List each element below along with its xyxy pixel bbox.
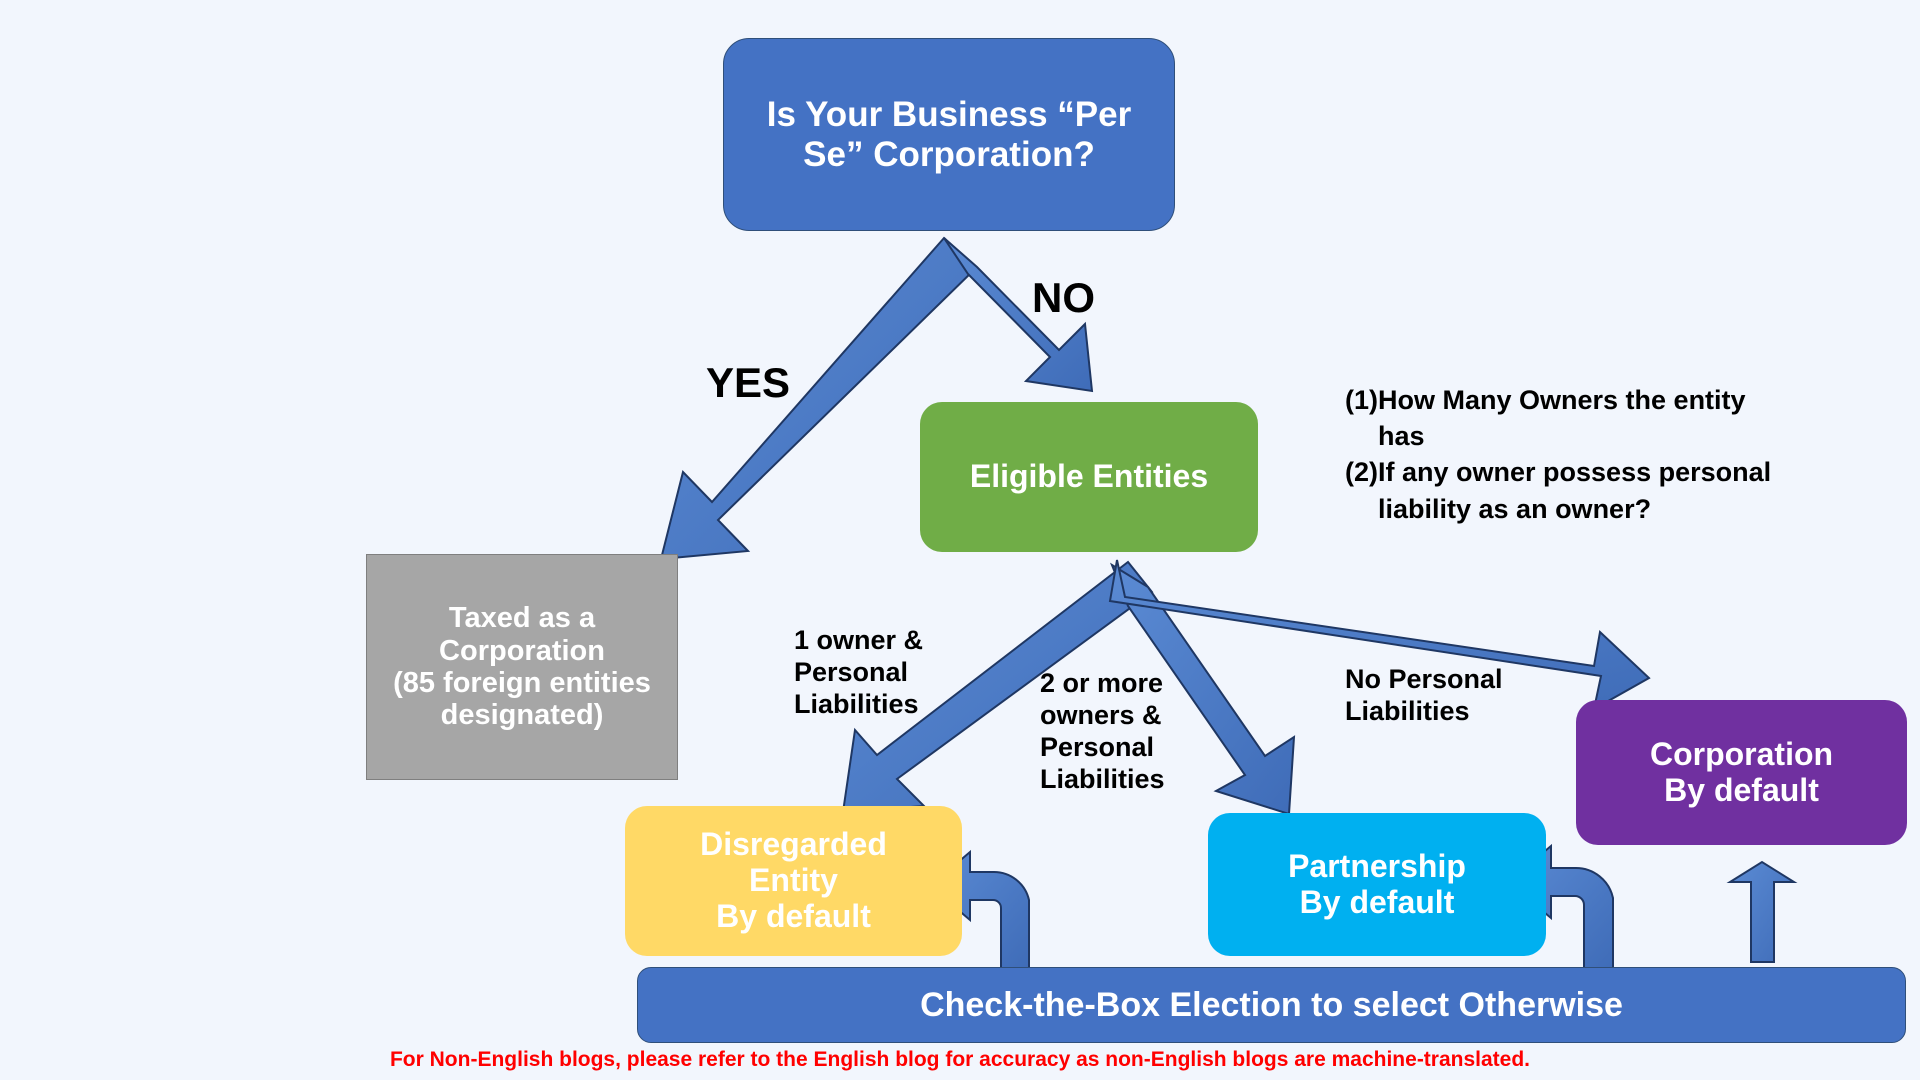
node-corporation-line2: By default [1664,771,1819,808]
edge-label-one-owner-line1: 1 owner & [794,625,924,655]
node-taxed-as-corporation[interactable]: Taxed as a Corporation (85 foreign entit… [366,554,678,780]
edge-label-no-personal-line1: No Personal [1345,664,1503,694]
node-check-the-box-label: Check-the-Box Election to select Otherwi… [920,985,1623,1024]
criteria-item-1-text: How Many Owners the entity has [1378,385,1746,452]
edge-label-no-personal-line2: Liabilities [1345,695,1470,726]
edge-label-two-owners-line2: owners & [1040,699,1162,730]
node-corporation[interactable]: Corporation By default [1576,700,1907,845]
node-taxed-line3: (85 foreign entities [393,667,651,699]
node-corporation-text: Corporation By default [1576,735,1907,809]
edge-label-one-owner-line3: Liabilities [794,688,919,719]
node-taxed-text: Taxed as a Corporation (85 foreign entit… [375,602,669,732]
criteria-item-2-number: (2) [1345,457,1378,488]
criteria-item-2-text: If any owner possess personal liability … [1378,457,1772,524]
node-disregarded-line2: Entity [749,862,838,899]
node-disregarded-text: Disregarded Entity By default [625,826,962,934]
node-partnership-line1: Partnership [1288,847,1466,884]
edge-label-one-owner: 1 owner & Personal Liabilities [794,625,994,721]
node-taxed-line1: Taxed as a [448,602,596,635]
node-taxed-line2: Corporation [439,634,605,667]
edge-label-yes: YES [706,359,791,406]
node-question-label: Is Your Business “Per Se” Corporation? [766,95,1132,174]
edge-label-no: NO [1032,274,1095,321]
node-taxed-line4: designated) [440,699,604,732]
node-disregarded-line3: By default [716,897,871,934]
edge-label-two-owners-line4: Liabilities [1040,763,1165,794]
node-partnership-text: Partnership By default [1208,847,1546,921]
arrow-bar-to-corporation [1726,860,1798,963]
edge-label-one-owner-line2: Personal [794,656,909,687]
node-check-the-box-election[interactable]: Check-the-Box Election to select Otherwi… [637,967,1906,1043]
edge-label-two-owners: 2 or more owners & Personal Liabilities [1040,668,1220,795]
criteria-note: (1) How Many Owners the entity has (2) I… [1345,382,1775,527]
criteria-item-1: (1) How Many Owners the entity has [1345,382,1775,454]
node-partnership-line2: By default [1299,883,1455,920]
criteria-item-2: (2) If any owner possess personal liabil… [1345,454,1775,526]
node-corporation-line1: Corporation [1649,735,1834,772]
node-per-se-corporation-question[interactable]: Is Your Business “Per Se” Corporation? [723,38,1175,231]
node-eligible-entities-label: Eligible Entities [969,458,1209,495]
criteria-item-1-number: (1) [1345,385,1378,415]
edge-label-no-personal-liabilities: No Personal Liabilities [1345,664,1555,728]
node-disregarded-entity[interactable]: Disregarded Entity By default [625,806,962,956]
edge-label-two-owners-line1: 2 or more [1040,668,1164,698]
node-partnership[interactable]: Partnership By default [1208,813,1546,956]
footer-disclaimer: For Non-English blogs, please refer to t… [389,1048,1531,1071]
node-disregarded-line1: Disregarded [700,826,887,863]
node-eligible-entities[interactable]: Eligible Entities [920,402,1258,552]
edge-label-two-owners-line3: Personal [1040,731,1155,762]
